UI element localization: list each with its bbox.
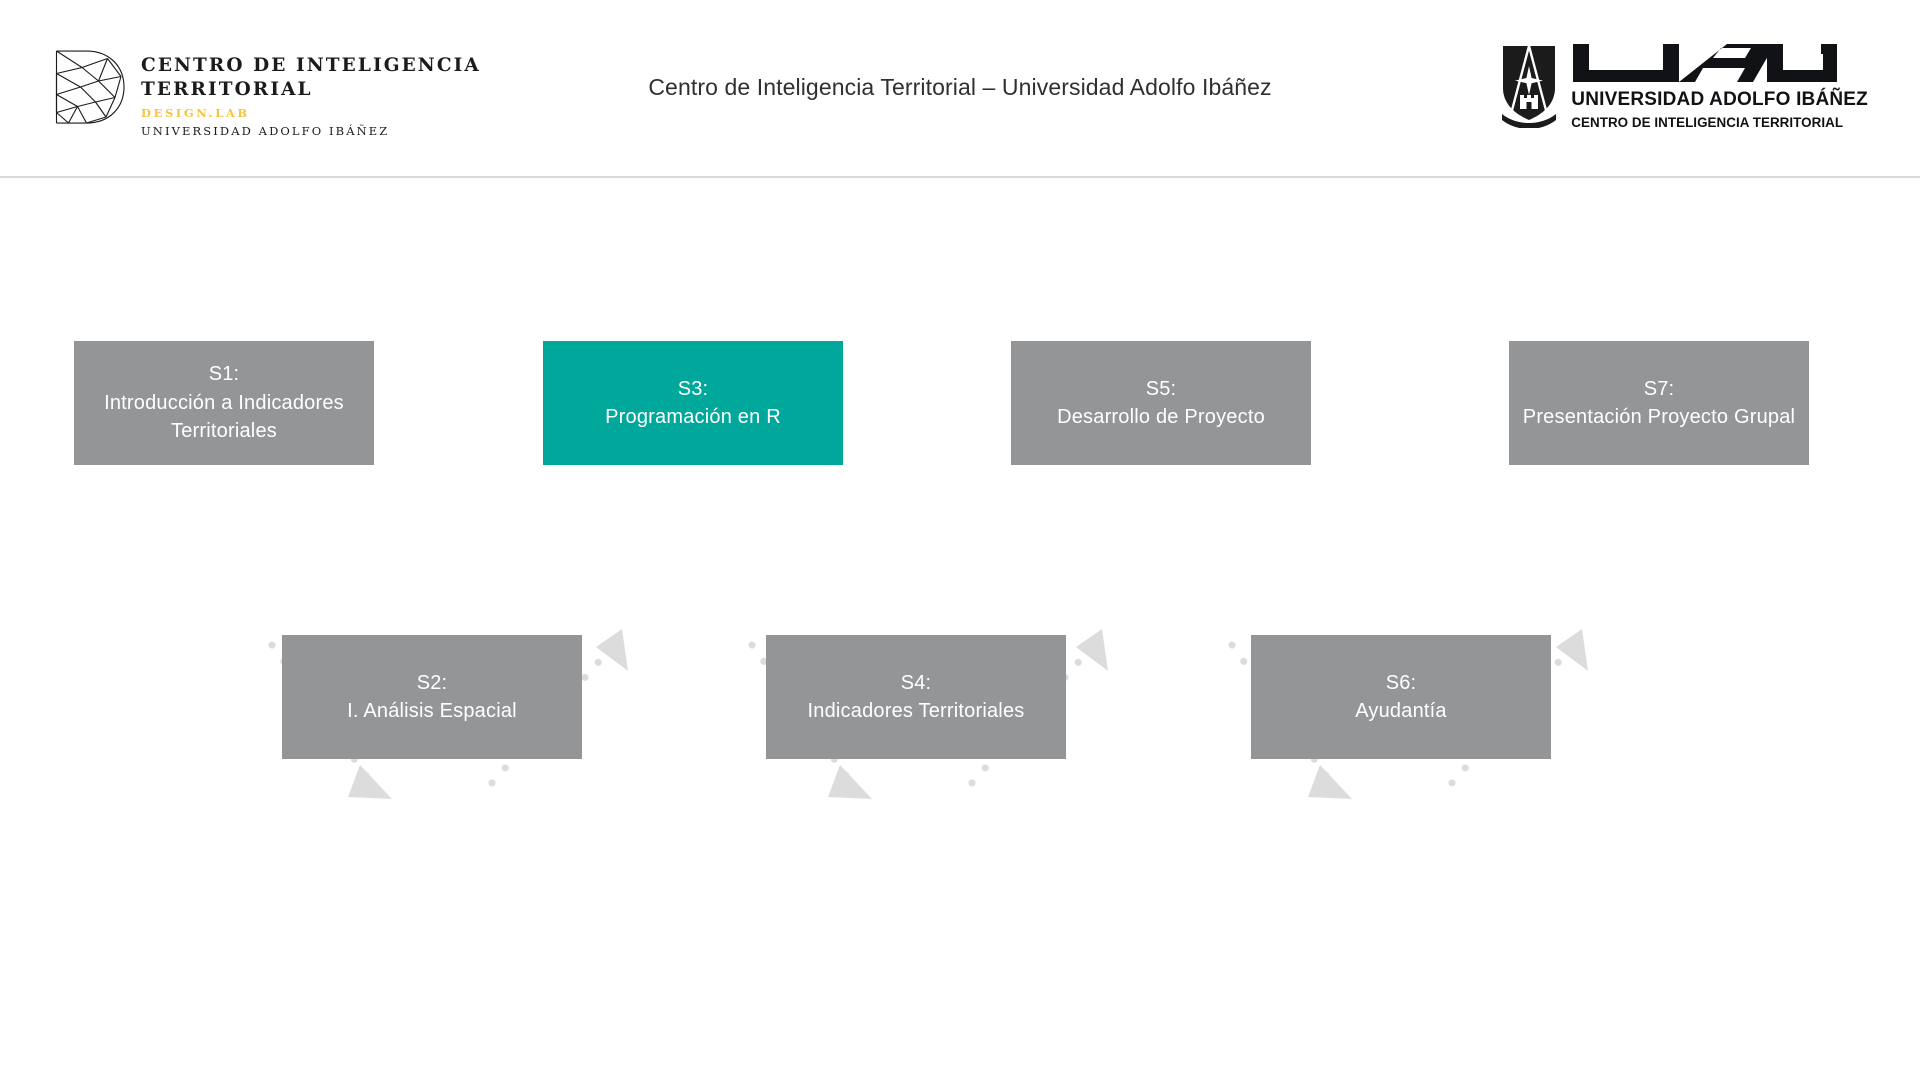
session-box-s3[interactable]: S3: Programación en R bbox=[543, 341, 843, 465]
cit-logo-line-2: TERRITORIAL bbox=[141, 79, 313, 101]
cit-logo-university: UNIVERSIDAD ADOLFO IBÁÑEZ bbox=[141, 124, 390, 139]
session-box-s2[interactable]: S2: I. Análisis Espacial bbox=[282, 635, 582, 759]
cit-logo-line-1: CENTRO DE INTELIGENCIA bbox=[141, 55, 481, 76]
session-title-s2: I. Análisis Espacial bbox=[347, 700, 517, 722]
session-title-s3: Programación en R bbox=[605, 406, 781, 428]
session-box-s1[interactable]: S1: Introducción a Indicadores Territori… bbox=[74, 341, 374, 465]
session-title-s5: Desarrollo de Proyecto bbox=[1057, 406, 1265, 428]
uai-logo: UNIVERSIDAD ADOLFO IBÁÑEZ CENTRO DE INTE… bbox=[1499, 40, 1868, 131]
session-code-s3: S3: bbox=[677, 377, 709, 400]
connector-layer: .dot-line { stroke:#dcdcdc; stroke-width… bbox=[268, 629, 1588, 799]
session-code-s2: S2: bbox=[416, 671, 448, 694]
uai-logo-line-1: UNIVERSIDAD ADOLFO IBÁÑEZ bbox=[1571, 89, 1868, 110]
cit-logo-mark-icon bbox=[55, 50, 125, 124]
session-code-s1: S1: bbox=[208, 363, 240, 386]
session-title-s7: Presentación Proyecto Grupal bbox=[1522, 406, 1796, 428]
session-code-s4: S4: bbox=[900, 671, 932, 694]
session-title-s4: Indicadores Territoriales bbox=[807, 700, 1025, 722]
cit-logo-designlab: DESIGN.LAB bbox=[141, 106, 250, 121]
uai-logo-line-2: CENTRO DE INTELIGENCIA TERRITORIAL bbox=[1571, 114, 1844, 130]
uai-wordmark-icon bbox=[1573, 44, 1838, 82]
session-box-s5[interactable]: S5: Desarrollo de Proyecto bbox=[1011, 341, 1311, 465]
uai-logo-text: UNIVERSIDAD ADOLFO IBÁÑEZ CENTRO DE INTE… bbox=[1571, 40, 1868, 131]
session-code-s6: S6: bbox=[1385, 671, 1417, 694]
uai-crest-icon bbox=[1502, 45, 1557, 128]
header-divider bbox=[0, 176, 1920, 178]
course-sessions-diagram: .dot-line { stroke:#dcdcdc; stroke-width… bbox=[0, 177, 1920, 1080]
session-code-s7: S7: bbox=[1643, 377, 1675, 400]
cit-logo: CENTRO DE INTELIGENCIA TERRITORIAL DESIG… bbox=[52, 48, 481, 141]
session-box-s7[interactable]: S7: Presentación Proyecto Grupal bbox=[1509, 341, 1809, 465]
session-title-s1: Introducción a Indicadores Territoriales bbox=[104, 391, 344, 443]
session-code-s5: S5: bbox=[1145, 377, 1177, 400]
session-title-s6: Ayudantía bbox=[1355, 700, 1447, 722]
session-box-s6[interactable]: S6: Ayudantía bbox=[1251, 635, 1551, 759]
page-header: CENTRO DE INTELIGENCIA TERRITORIAL DESIG… bbox=[0, 0, 1920, 177]
page-title: Centro de Inteligencia Territorial – Uni… bbox=[648, 74, 1272, 100]
session-box-s4[interactable]: S4: Indicadores Territoriales bbox=[766, 635, 1066, 759]
cit-logo-text: CENTRO DE INTELIGENCIA TERRITORIAL DESIG… bbox=[141, 48, 481, 141]
